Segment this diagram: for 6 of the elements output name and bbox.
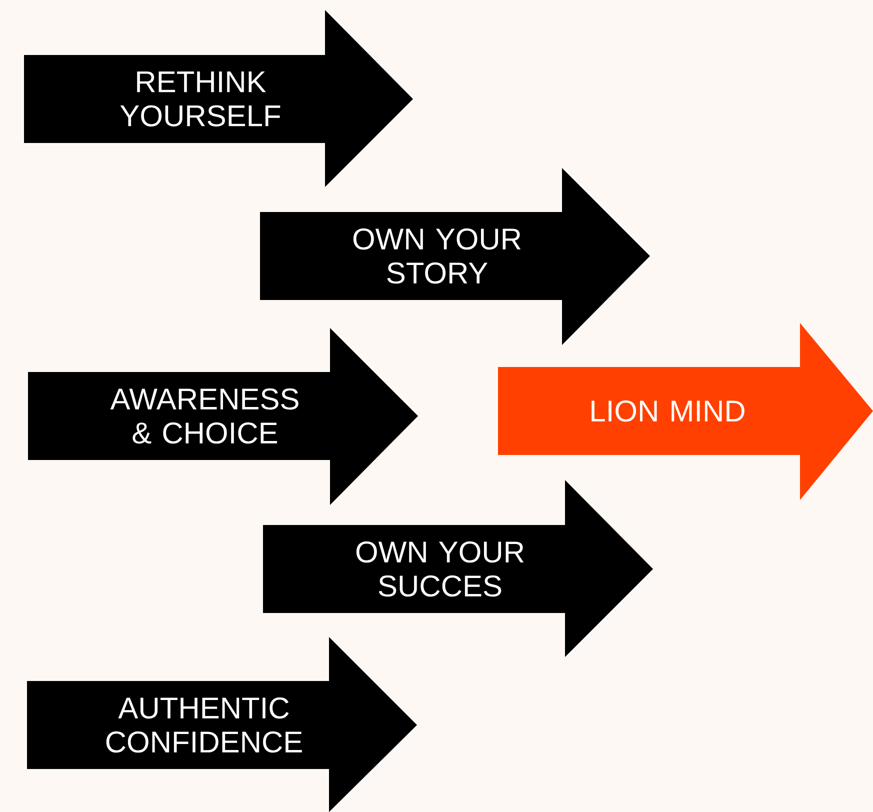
arrow-box: AWARENESS & CHOICE [28, 328, 418, 505]
arrow-box: OWN YOUR STORY [260, 168, 650, 345]
arrow-box: AUTHENTIC CONFIDENCE [27, 637, 417, 812]
arrow-box: LION MIND [498, 323, 873, 500]
arrow-box: RETHINK YOURSELF [24, 10, 413, 187]
arrow-box: OWN YOUR SUCCES [263, 480, 653, 657]
